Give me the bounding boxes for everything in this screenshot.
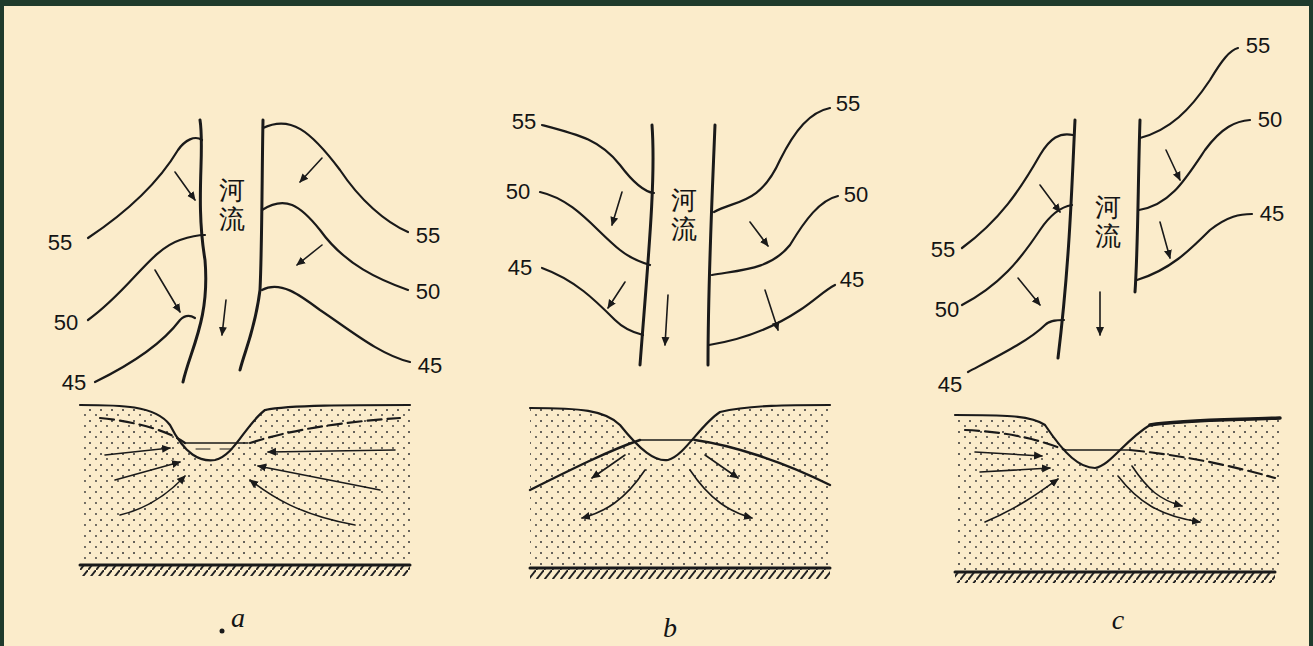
contour-value: 45	[938, 374, 962, 396]
contour-value: 45	[418, 355, 442, 377]
panel-letter: a	[231, 604, 245, 632]
river-label: 河流	[1095, 193, 1121, 250]
contour-value: 50	[1258, 109, 1282, 131]
contour-value: 55	[512, 111, 536, 133]
contour-value: 55	[836, 93, 860, 115]
contour-value: 50	[54, 312, 78, 334]
panel-letter: b	[663, 614, 677, 642]
contour-value: 50	[935, 299, 959, 321]
contour-value: 55	[931, 239, 955, 261]
contour-value: 45	[62, 372, 86, 394]
river-label: 河流	[219, 176, 245, 233]
contour-value: 45	[508, 257, 532, 279]
contour-value: 50	[844, 184, 868, 206]
contour-value: 55	[48, 232, 72, 254]
contour-value: 50	[506, 181, 530, 203]
contour-value: 45	[1260, 203, 1284, 225]
contour-value: 55	[1246, 35, 1270, 57]
contour-value: 55	[416, 225, 440, 247]
contour-value: 45	[840, 269, 864, 291]
contour-value: 50	[416, 281, 440, 303]
panel-letter: c	[1112, 606, 1124, 634]
river-label: 河流	[671, 186, 697, 243]
